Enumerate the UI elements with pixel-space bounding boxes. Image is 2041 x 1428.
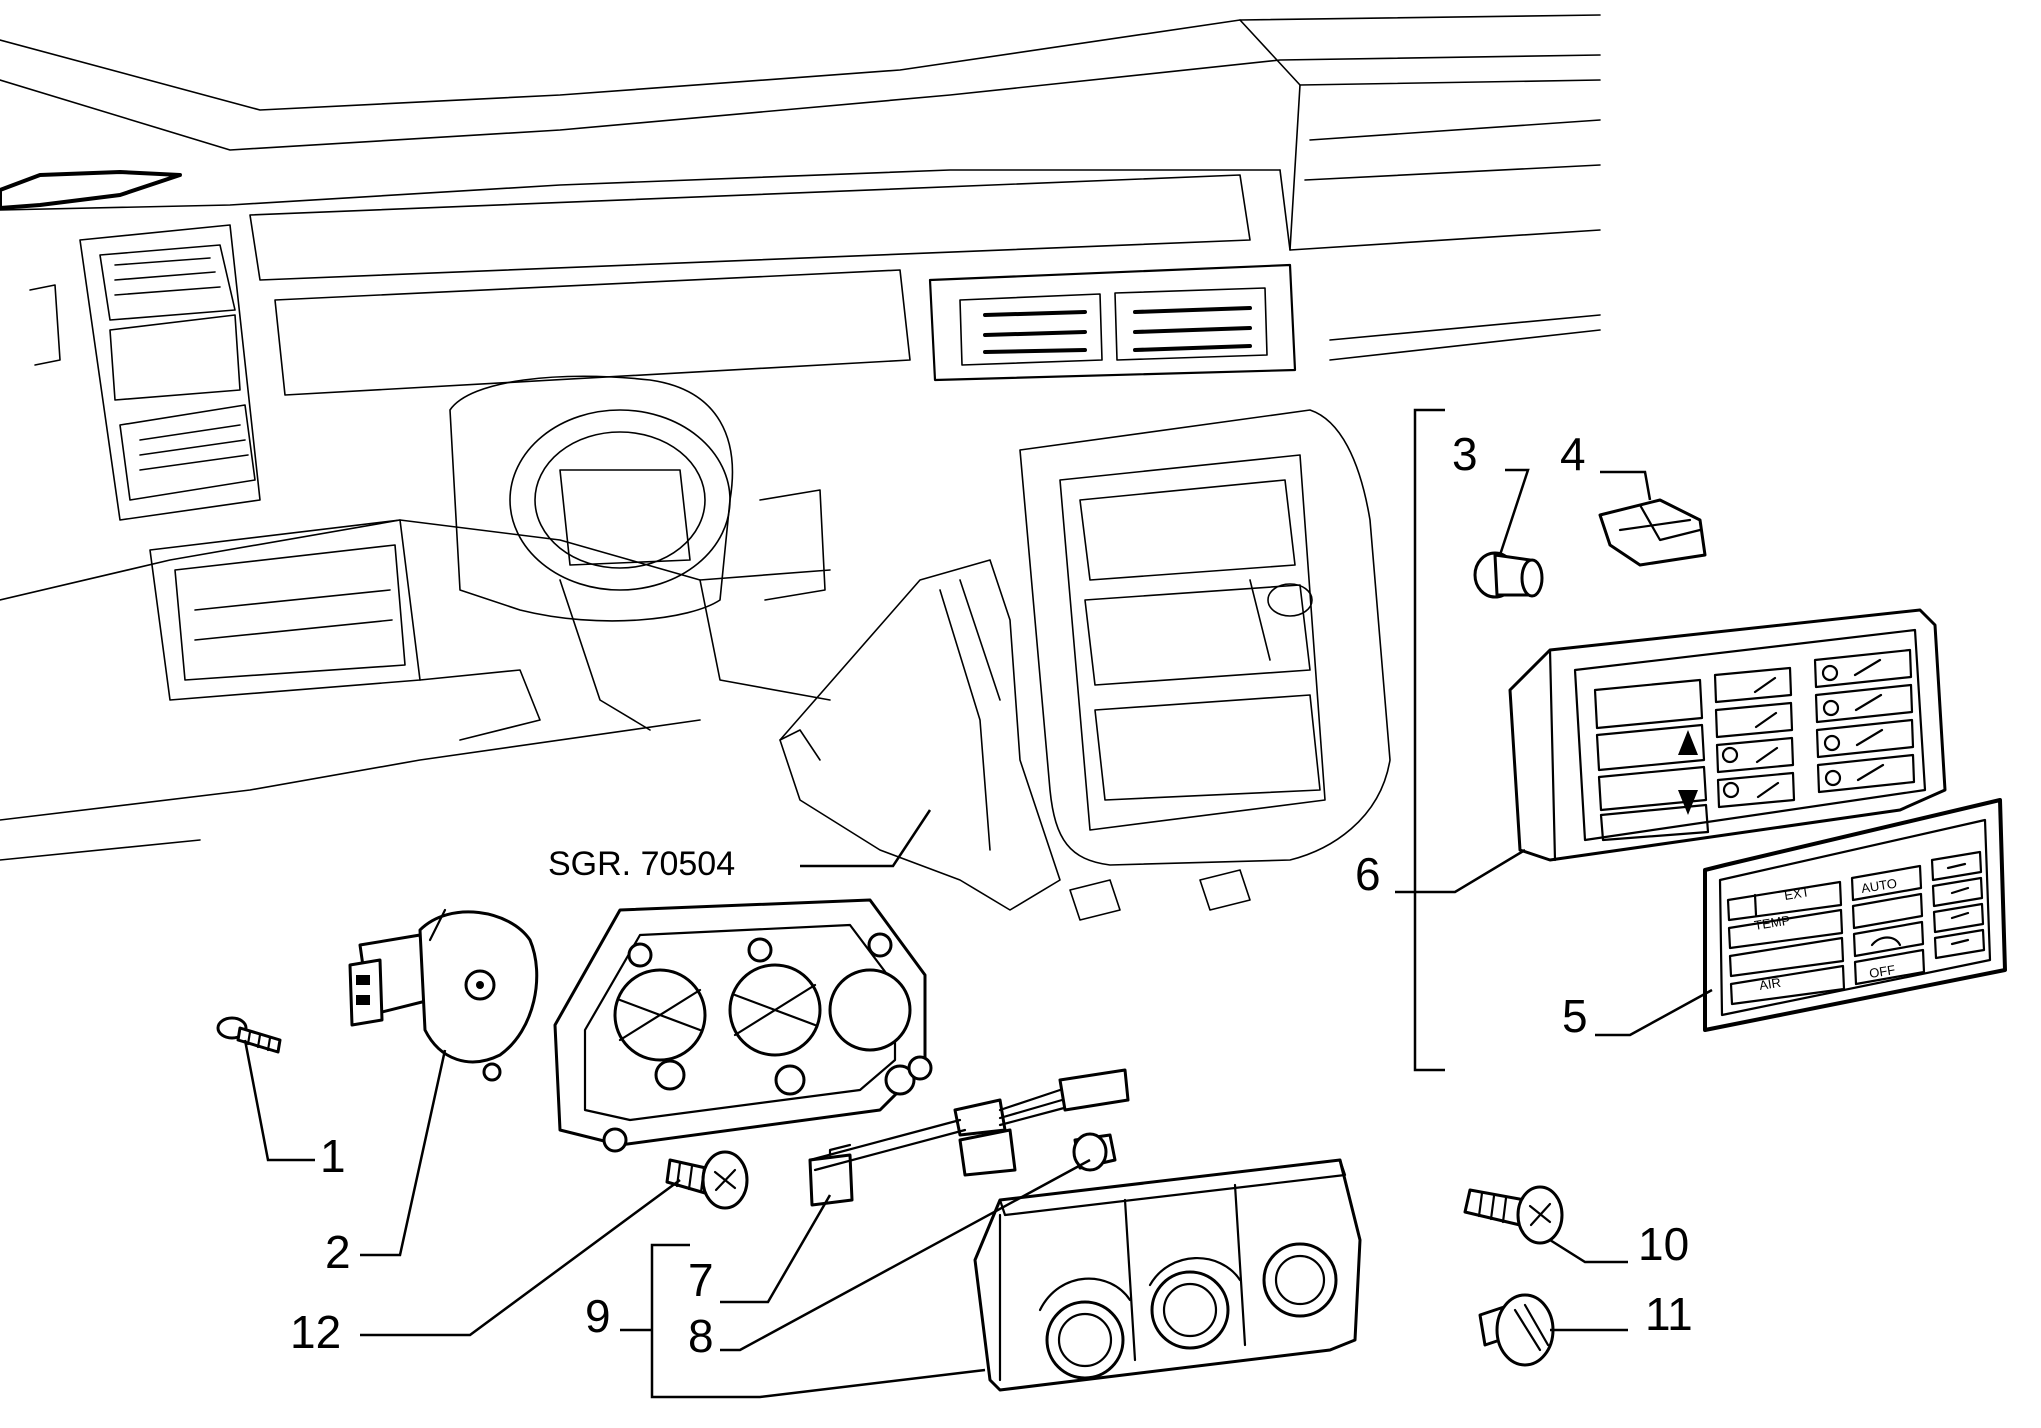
part-5-label-panel: EXT TEMP AIR AUTO OFF: [1703, 798, 2007, 1032]
callout-10: 10: [1638, 1218, 1689, 1270]
auto-label: AUTO: [1860, 876, 1898, 896]
part-1-screw: [216, 1016, 282, 1054]
control-frame-bracket: [553, 898, 933, 1153]
part-3-bulb: [1473, 551, 1544, 599]
callout-9: 9: [585, 1290, 611, 1342]
dashboard-outline: [0, 14, 1601, 921]
off-label: OFF: [1868, 962, 1896, 981]
callout-1: 1: [320, 1130, 346, 1182]
part-8-bulb-holder: [1072, 1132, 1117, 1172]
callout-11: 11: [1645, 1288, 1693, 1340]
callout-labels: SGR. 70504 1 2 12 9 7 8 10 11 3 4 6 5: [290, 428, 1693, 1362]
ext-label: EXT: [1783, 884, 1810, 903]
callout-2: 2: [325, 1226, 351, 1278]
part-6-climate-unit: [1508, 608, 1947, 862]
temp-label: TEMP: [1753, 912, 1791, 932]
callout-3: 3: [1452, 428, 1478, 480]
part-12-screw: [665, 1150, 749, 1210]
callout-4: 4: [1560, 428, 1586, 480]
part-7-wiring-harness: [808, 1068, 1130, 1207]
reference-label: SGR. 70504: [548, 845, 735, 883]
callout-6: 6: [1355, 848, 1381, 900]
callout-12: 12: [290, 1306, 341, 1358]
callout-8: 8: [688, 1310, 714, 1362]
part-11-knob: [1478, 1293, 1555, 1367]
part-10-screw: [1463, 1185, 1564, 1245]
part-2-actuator: [348, 908, 539, 1082]
callout-7: 7: [688, 1254, 714, 1306]
part-9-control-panel: [973, 1158, 1362, 1392]
air-label: AIR: [1758, 975, 1782, 993]
part-4-clip: [1598, 498, 1707, 567]
callout-5: 5: [1562, 990, 1588, 1042]
leader-lines: [243, 408, 1713, 1399]
